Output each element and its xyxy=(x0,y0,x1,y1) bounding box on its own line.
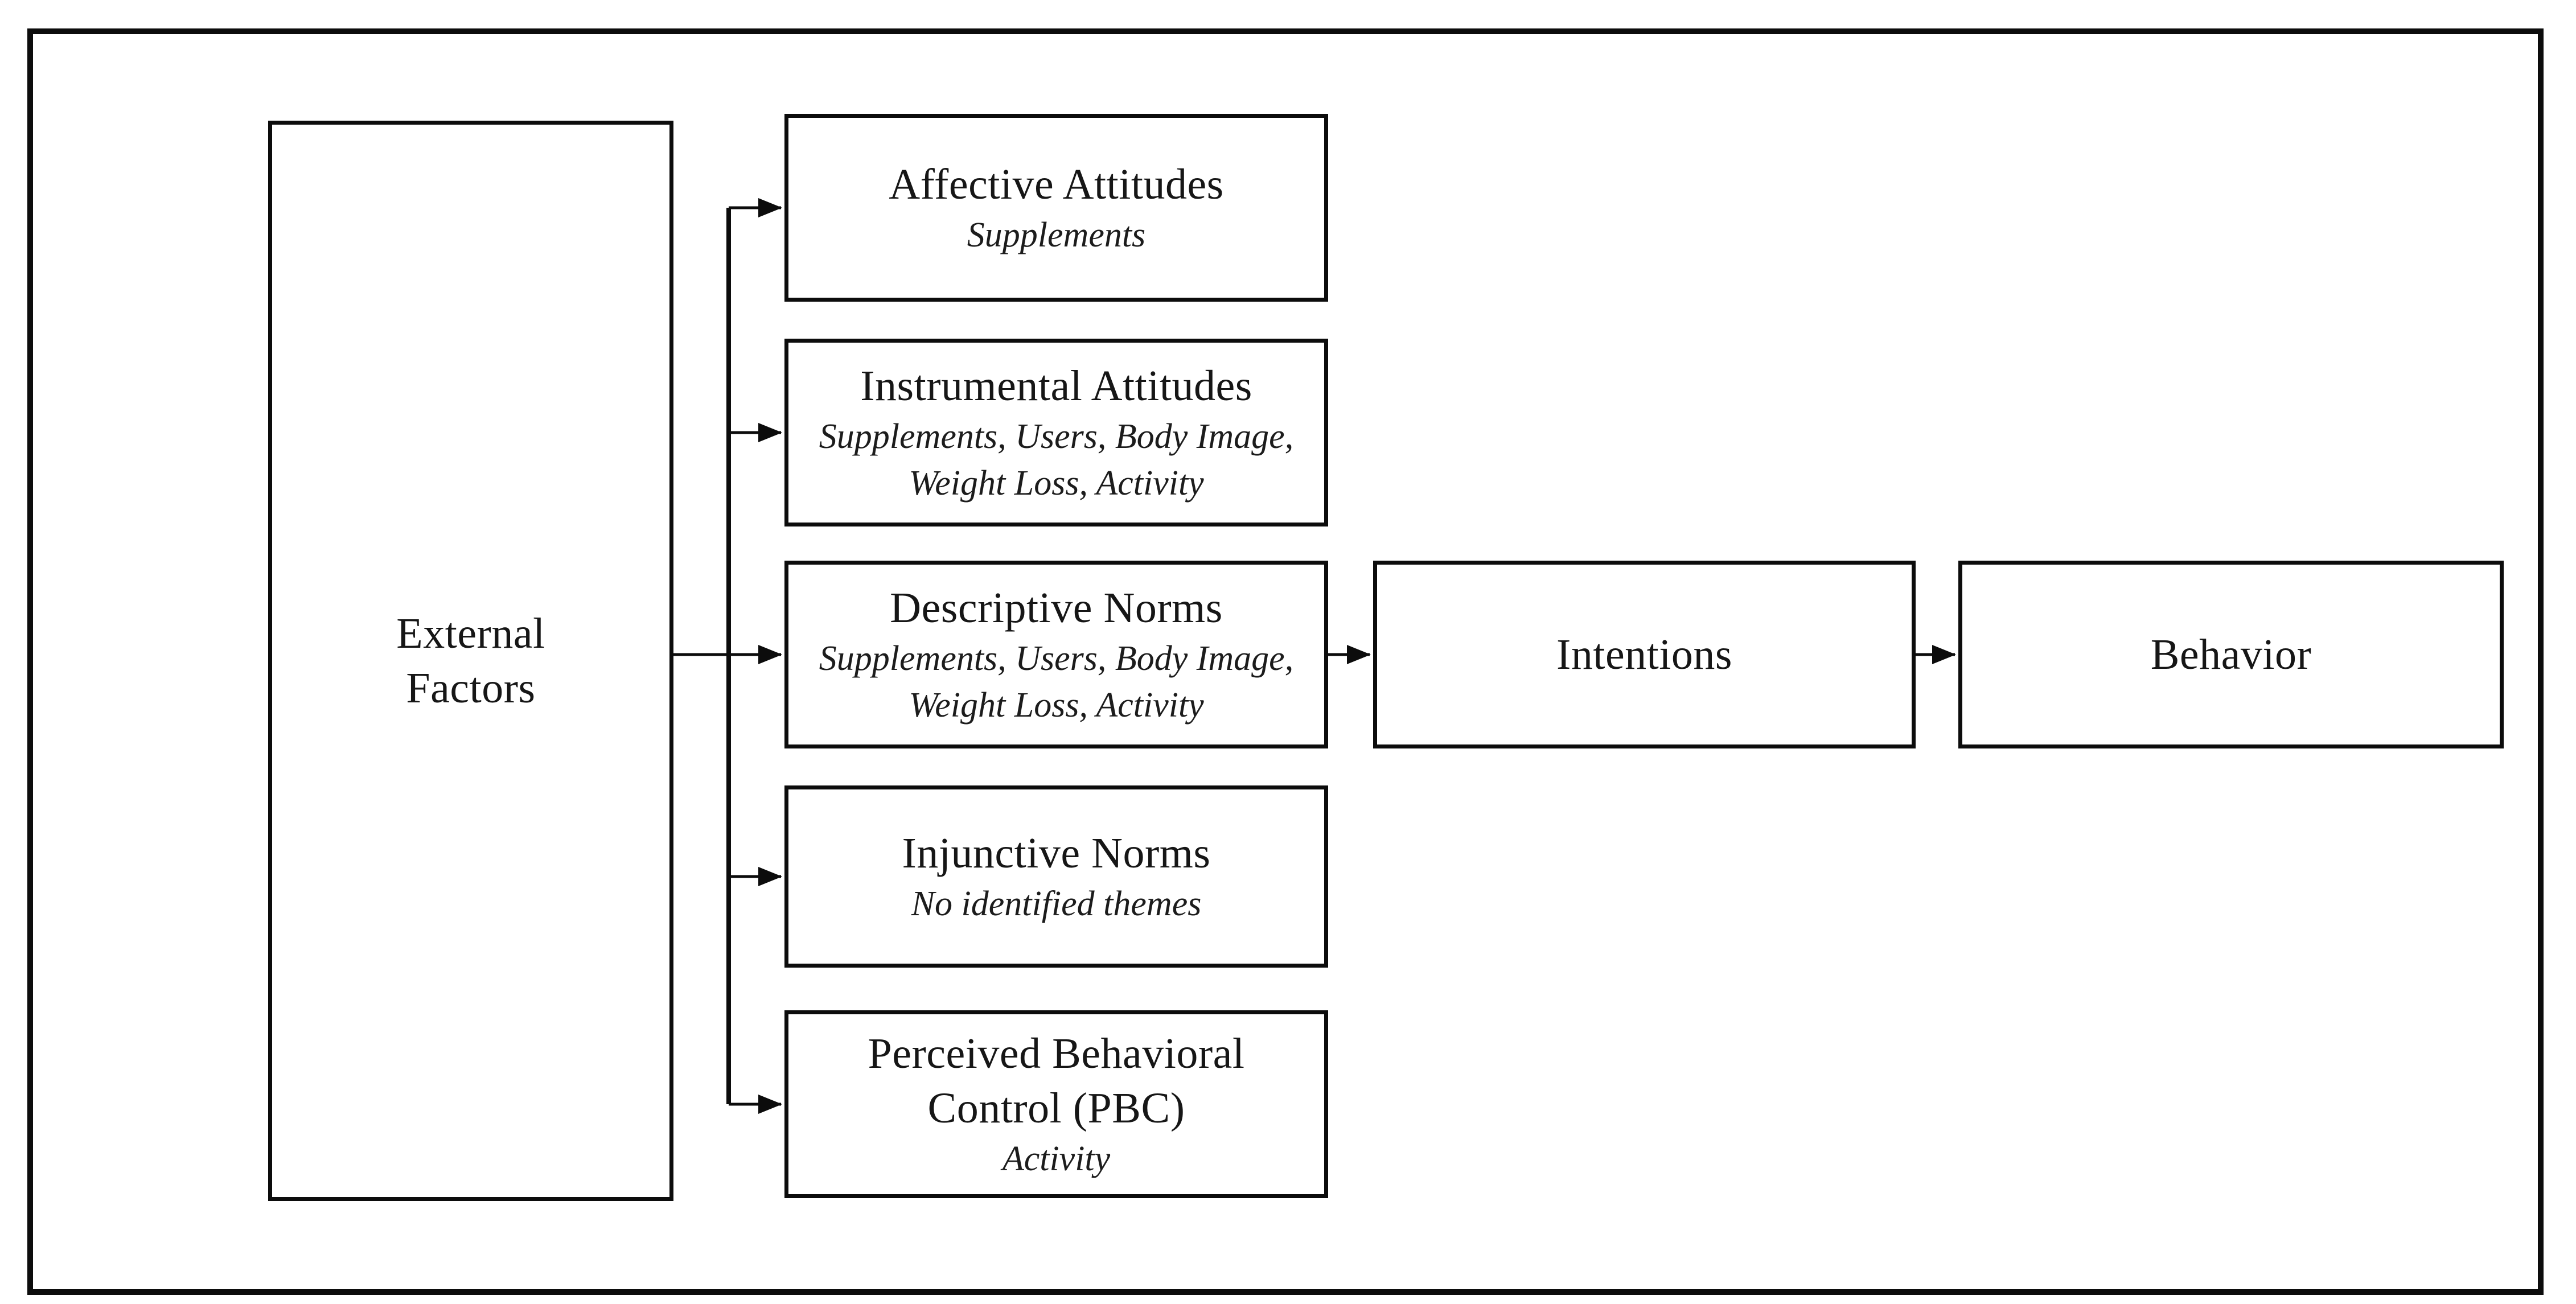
descriptive-norms-label: Descriptive Norms xyxy=(890,584,1223,632)
injunctive-norms-label: Injunctive Norms xyxy=(902,829,1211,877)
perceived-behavioral-control-themes: Activity xyxy=(1002,1140,1111,1178)
descriptive-norms-themes: Supplements, Users, Body Image, Weight L… xyxy=(819,639,1294,725)
affective-attitudes-themes: Supplements xyxy=(967,216,1146,254)
external-factors-label: External Factors xyxy=(396,610,545,712)
instrumental-attitudes-themes: Supplements, Users, Body Image, Weight L… xyxy=(819,417,1294,503)
external-factors-box: External Factors xyxy=(268,121,673,1201)
intentions-label: Intentions xyxy=(1556,631,1732,678)
perceived-behavioral-control-label: Perceived Behavioral Control (PBC) xyxy=(868,1030,1245,1132)
behavior-box: Behavior xyxy=(1958,561,2504,748)
perceived-behavioral-control-box: Perceived Behavioral Control (PBC) Activ… xyxy=(784,1010,1328,1198)
instrumental-attitudes-box: Instrumental Attitudes Supplements, User… xyxy=(784,339,1328,526)
behavior-label: Behavior xyxy=(2150,631,2312,678)
intentions-box: Intentions xyxy=(1373,561,1916,748)
instrumental-attitudes-label: Instrumental Attitudes xyxy=(860,362,1252,410)
figure-border xyxy=(27,28,2544,1295)
affective-attitudes-label: Affective Attitudes xyxy=(889,161,1224,208)
injunctive-norms-themes: No identified themes xyxy=(911,885,1202,923)
affective-attitudes-box: Affective Attitudes Supplements xyxy=(784,114,1328,302)
injunctive-norms-box: Injunctive Norms No identified themes xyxy=(784,785,1328,968)
descriptive-norms-box: Descriptive Norms Supplements, Users, Bo… xyxy=(784,561,1328,748)
